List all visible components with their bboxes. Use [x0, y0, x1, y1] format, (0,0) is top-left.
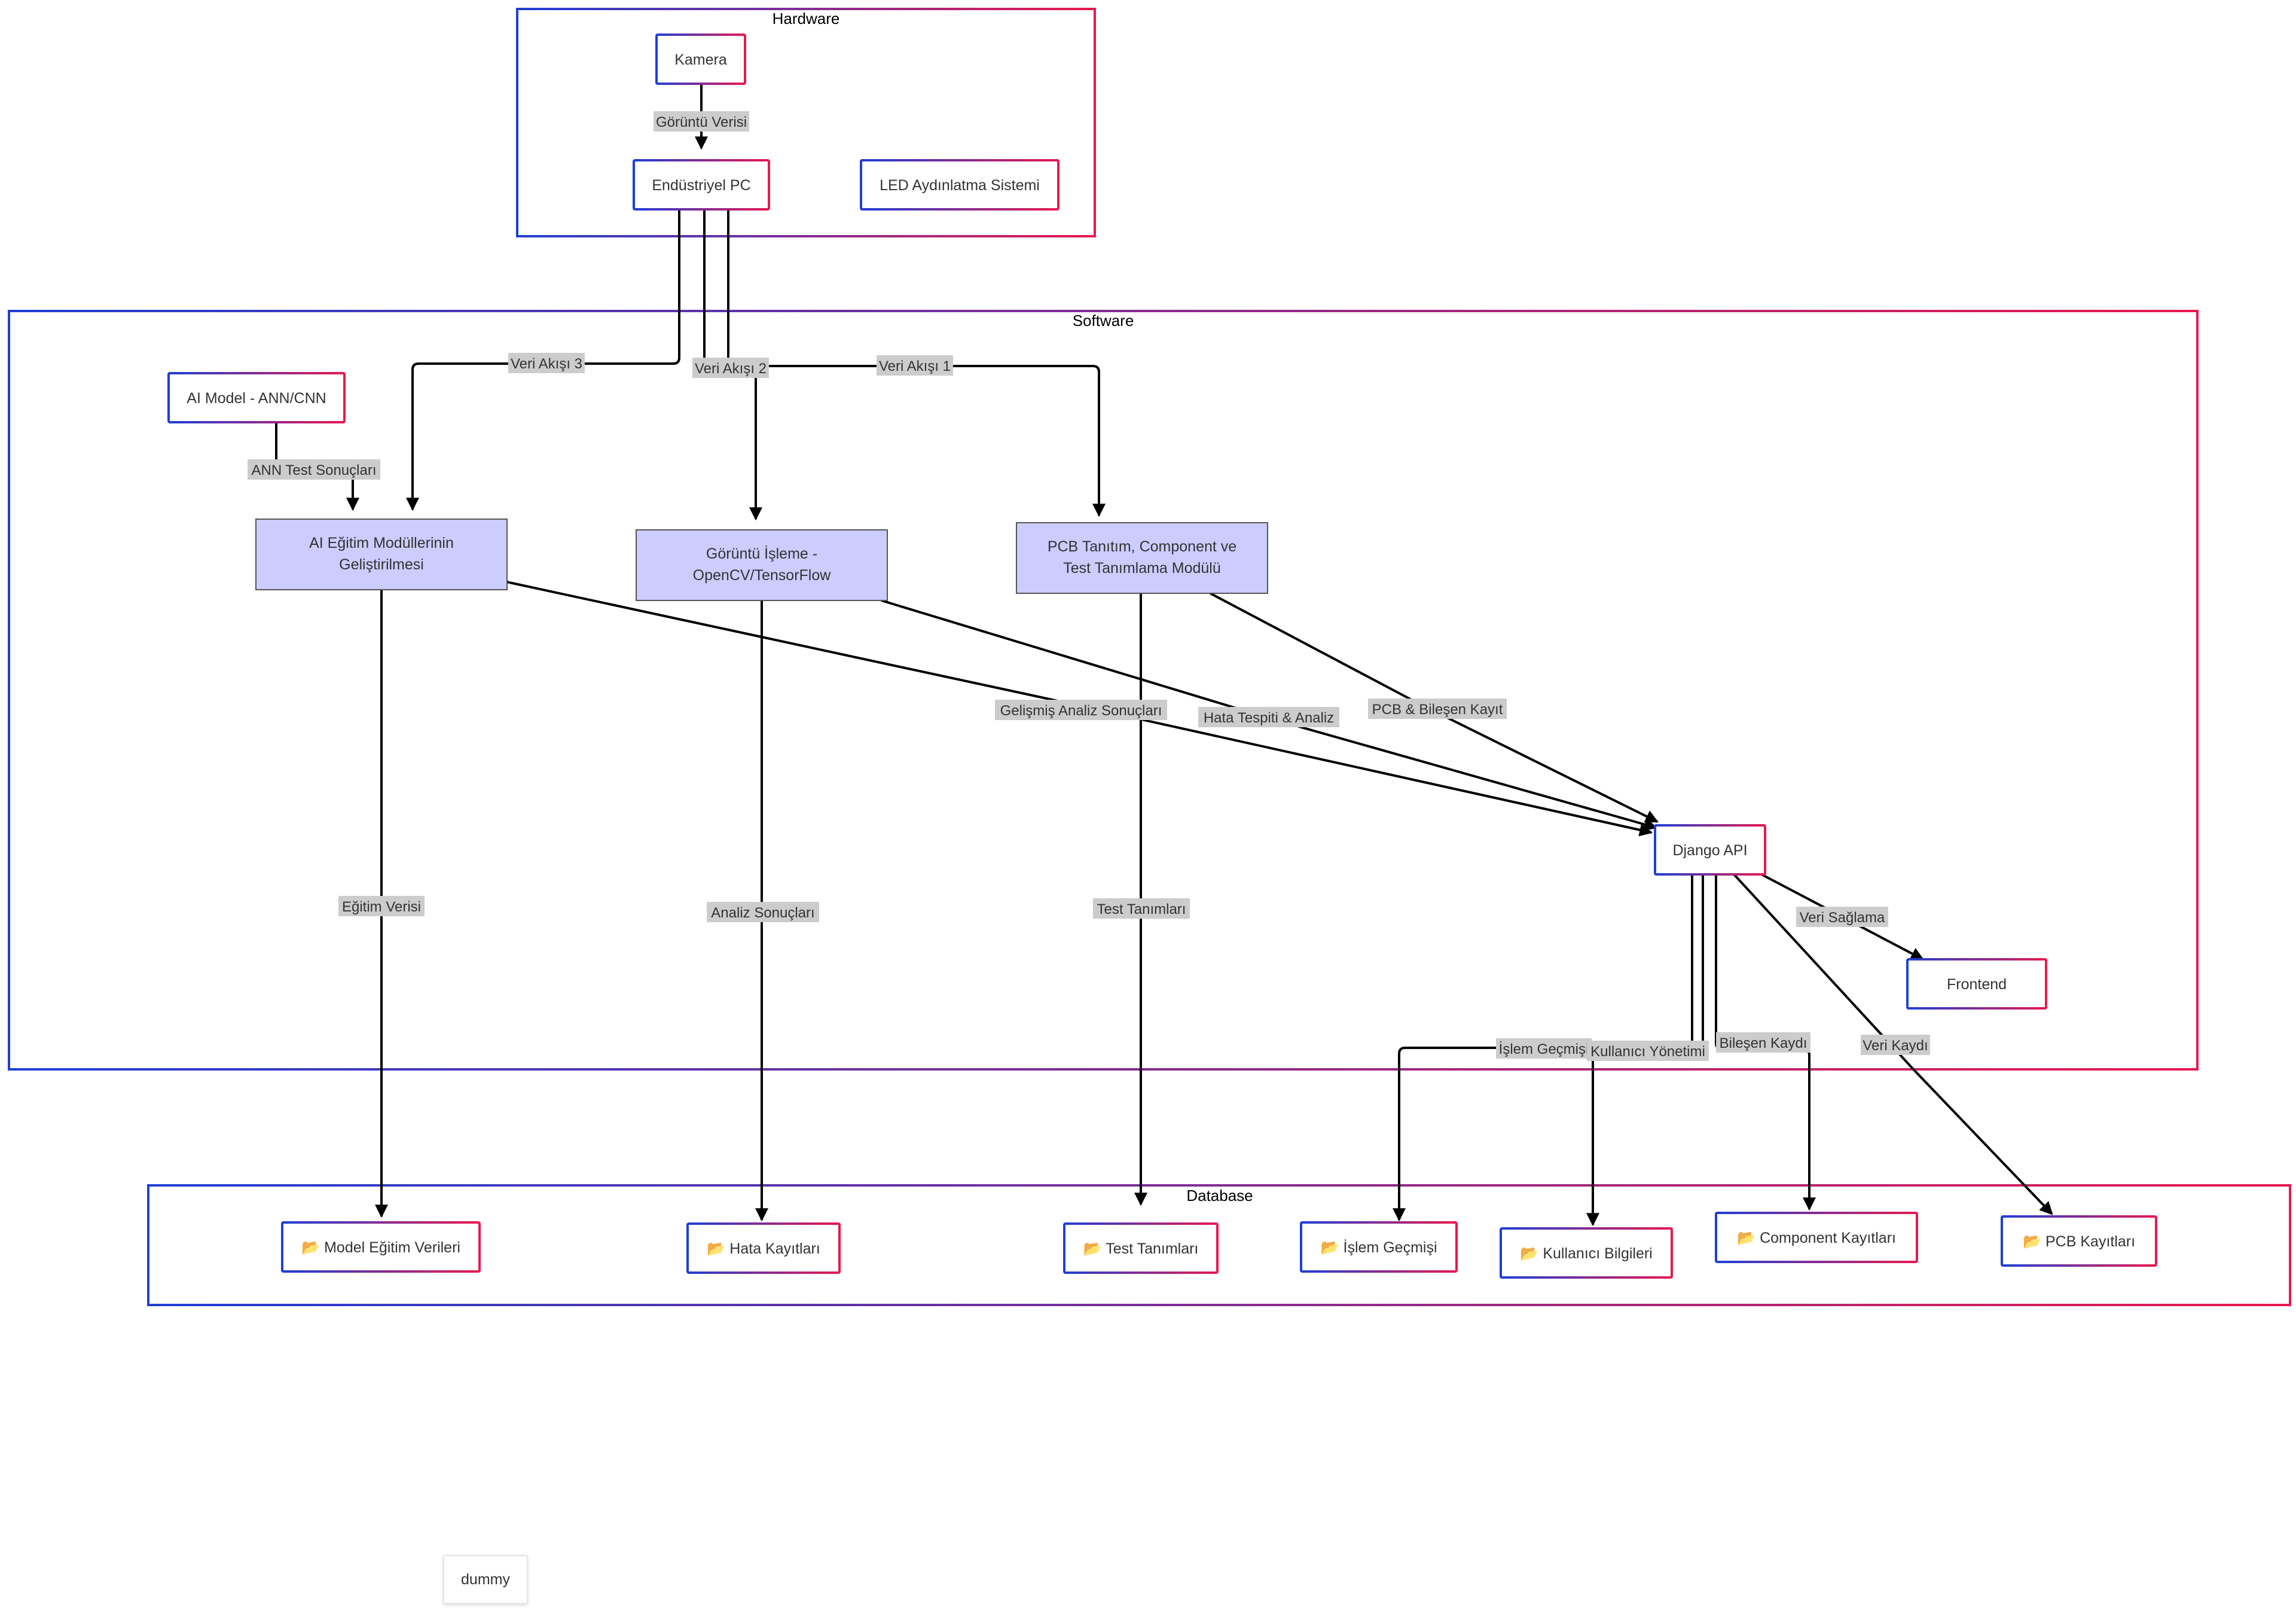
label-pcb-bilesen: PCB & Bileşen Kayıt [1372, 702, 1503, 718]
node-ai-egitim-line1: AI Eğitim Modüllerinin [309, 535, 454, 551]
node-endustriyel-pc-label: Endüstriyel PC [652, 177, 750, 194]
node-ai-model[interactable]: AI Model - ANN/CNN [167, 372, 346, 423]
db-pcb-label: 📂 PCB Kayıtları [2023, 1233, 2135, 1250]
label-ann-test: ANN Test Sonuçları [252, 462, 377, 478]
node-kamera-label: Kamera [674, 51, 727, 68]
db-islem-gecmisi[interactable]: 📂 İşlem Geçmişi [1300, 1221, 1458, 1273]
db-hata-label: 📂 Hata Kayıtları [707, 1240, 820, 1257]
db-kullanici-label: 📂 Kullanıcı Bilgileri [1520, 1245, 1652, 1262]
label-veri-akisi-2: Veri Akışı 2 [695, 361, 767, 377]
label-veri-akisi-3: Veri Akışı 3 [511, 356, 582, 372]
group-software-title: Software [1073, 312, 1134, 330]
label-veri-kaydi: Veri Kaydı [1863, 1038, 1928, 1054]
node-pcb-modul[interactable]: PCB Tanıtım, Component ve Test Tanımlama… [1016, 522, 1268, 594]
node-pcb-line2: Test Tanımlama Modülü [1063, 560, 1221, 577]
node-pcb-line1: PCB Tanıtım, Component ve [1048, 538, 1236, 555]
db-component-kayitlari[interactable]: 📂 Component Kayıtları [1715, 1212, 1918, 1263]
node-led-label: LED Aydınlatma Sistemi [880, 177, 1040, 194]
label-veri-saglama: Veri Sağlama [1800, 910, 1885, 926]
group-database-title: Database [1186, 1187, 1253, 1205]
db-kullanici-bilgileri[interactable]: 📂 Kullanıcı Bilgileri [1500, 1227, 1673, 1279]
node-goruntu-isleme[interactable]: Görüntü İşleme - OpenCV/TensorFlow [636, 529, 888, 601]
group-software: Software [8, 310, 2199, 1071]
db-model-egitim[interactable]: 📂 Model Eğitim Verileri [281, 1221, 481, 1273]
node-ai-egitim-line2: Geliştirilmesi [339, 556, 424, 573]
db-pcb-kayitlari[interactable]: 📂 PCB Kayıtları [2001, 1215, 2157, 1267]
edge-labels: Görüntü Verisi Veri Akışı 3 Veri Akışı 2… [248, 111, 1930, 1061]
node-goruntu-line2: OpenCV/TensorFlow [693, 567, 832, 584]
group-hardware: Hardware [516, 8, 1096, 237]
node-goruntu-line1: Görüntü İşleme - [706, 545, 817, 562]
label-test-tanimlari: Test Tanımları [1097, 901, 1186, 917]
dummy-label: dummy [461, 1571, 510, 1588]
node-kamera[interactable]: Kamera [655, 33, 746, 85]
node-frontend-label: Frontend [1947, 976, 2007, 993]
db-hata-kayitlari[interactable]: 📂 Hata Kayıtları [686, 1222, 841, 1274]
label-veri-akisi-1: Veri Akışı 1 [879, 358, 951, 374]
label-bilesen-kaydi: Bileşen Kaydı [1720, 1035, 1808, 1051]
node-frontend[interactable]: Frontend [1906, 958, 2047, 1010]
node-ai-model-label: AI Model - ANN/CNN [187, 390, 326, 407]
edge-django-pcbdb [1733, 873, 2053, 1215]
group-hardware-title: Hardware [773, 10, 840, 28]
dummy-node[interactable]: dummy [443, 1555, 528, 1604]
node-django-api[interactable]: Django API [1654, 824, 1766, 876]
node-django-label: Django API [1672, 842, 1747, 859]
label-islem-gecmisi: İşlem Geçmişi [1499, 1041, 1589, 1057]
edges [275, 83, 2053, 1227]
node-ai-egitim[interactable]: AI Eğitim Modüllerinin Geliştirilmesi [255, 519, 508, 590]
label-kullanici-yonetimi: Kullanıcı Yönetimi [1590, 1044, 1705, 1060]
node-endustriyel-pc[interactable]: Endüstriyel PC [633, 159, 770, 211]
db-model-egitim-label: 📂 Model Eğitim Verileri [301, 1239, 460, 1256]
db-islem-label: 📂 İşlem Geçmişi [1320, 1239, 1437, 1256]
db-test-tanimlari[interactable]: 📂 Test Tanımları [1063, 1222, 1219, 1274]
group-database: Database [147, 1184, 2291, 1306]
label-gelismis-analiz: Gelişmiş Analiz Sonuçları [1000, 703, 1162, 719]
db-component-label: 📂 Component Kayıtları [1737, 1230, 1896, 1246]
label-analiz-sonuclari: Analiz Sonuçları [711, 905, 814, 921]
edge-django-islem [1393, 874, 1693, 1222]
label-goruntu-verisi: Görüntü Verisi [656, 114, 747, 130]
node-led[interactable]: LED Aydınlatma Sistemi [860, 159, 1060, 211]
label-egitim-verisi: Eğitim Verisi [342, 899, 421, 915]
db-test-label: 📂 Test Tanımları [1083, 1240, 1199, 1257]
label-hata-tespiti: Hata Tespiti & Analiz [1204, 710, 1334, 726]
